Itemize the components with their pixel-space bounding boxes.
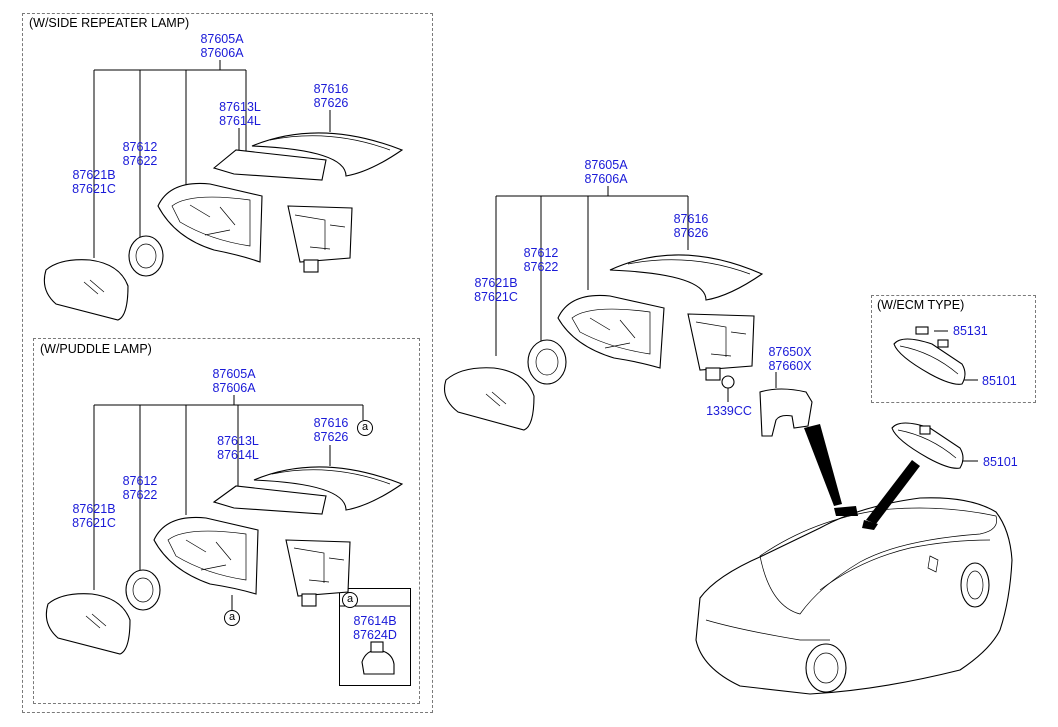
main-inside-mirror-part-number[interactable]: 85101	[983, 455, 1018, 469]
side-repeater-mirror-artwork	[43, 132, 404, 321]
inside-mirror-shape	[891, 422, 964, 469]
sr-repeater-part-number[interactable]: 87613L 87614L	[219, 100, 261, 128]
pd-scalp-part-number[interactable]: 87616 87626	[313, 416, 349, 444]
pd-mirror-assy-part-number[interactable]: 87605A 87606A	[212, 367, 256, 395]
mirror-cover-shape	[759, 388, 813, 437]
ecm-inside-mirror-part-number[interactable]: 85101	[982, 374, 1017, 388]
main-leader-lines	[495, 186, 777, 402]
main-nut-part-number[interactable]: 1339CC	[706, 404, 752, 418]
sr-glass-part-number[interactable]: 87621B 87621C	[72, 168, 116, 196]
sr-actuator-part-number[interactable]: 87612 87622	[122, 140, 158, 168]
actuator-shape	[128, 235, 164, 277]
ecm-harness-part-number[interactable]: 85131	[953, 324, 988, 338]
puddle-section-title: (W/PUDDLE LAMP)	[40, 342, 152, 356]
ref-marker-a-top: a	[357, 420, 373, 436]
ref-marker-a-inset: a	[342, 592, 358, 608]
ref-marker-a-bottom: a	[224, 610, 240, 626]
main-actuator-part-number[interactable]: 87612 87622	[523, 246, 559, 274]
puddle-section-box	[33, 338, 420, 704]
mirror-glass-shape	[43, 259, 129, 321]
main-glass-part-number[interactable]: 87621B 87621C	[474, 276, 518, 304]
housing-shape	[157, 182, 263, 263]
puddle-lamp-inset-box	[339, 588, 411, 686]
car-artwork	[695, 424, 1013, 695]
main-mirror-assy-part-number[interactable]: 87605A 87606A	[584, 158, 628, 186]
scalp-cover-shape	[251, 132, 404, 177]
sr-scalp-part-number[interactable]: 87616 87626	[313, 82, 349, 110]
base-bracket-shape	[287, 205, 353, 263]
puddle-mirror-artwork	[45, 466, 411, 675]
ecm-artwork	[893, 326, 978, 385]
ecm-section-box	[871, 295, 1036, 403]
puddle-leader-lines	[93, 395, 364, 610]
sr-mirror-assy-part-number[interactable]: 87605A 87606A	[200, 32, 244, 60]
puddle-lamp-shape	[361, 649, 395, 675]
repeater-lamp-shape	[212, 149, 327, 181]
side-repeater-section-title: (W/SIDE REPEATER LAMP)	[29, 16, 190, 30]
main-scalp-part-number[interactable]: 87616 87626	[673, 212, 709, 240]
ecm-section-title: (W/ECM TYPE)	[877, 298, 965, 312]
main-mirror-artwork	[443, 254, 978, 469]
pd-repeater-part-number[interactable]: 87613L 87614L	[217, 434, 259, 462]
pd-actuator-part-number[interactable]: 87612 87622	[122, 474, 158, 502]
main-cover-part-number[interactable]: 87650X 87660X	[768, 345, 812, 373]
nut-shape	[721, 375, 735, 389]
side-repeater-section-box	[22, 13, 433, 713]
pd-glass-part-number[interactable]: 87621B 87621C	[72, 502, 116, 530]
pd-puddle-lamp-part-number[interactable]: 87614B 87624D	[353, 614, 397, 642]
side-repeater-leader-lines	[93, 60, 331, 258]
